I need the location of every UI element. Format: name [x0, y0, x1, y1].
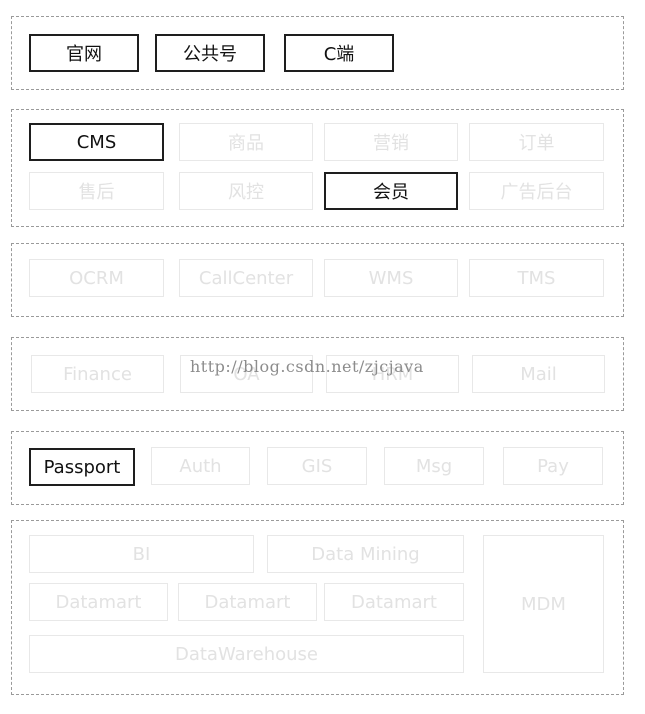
- after-sales-box: 售后: [29, 172, 164, 210]
- operations-layer: [11, 243, 624, 317]
- finance-box: Finance: [31, 355, 164, 393]
- common-services-layer: [11, 431, 624, 505]
- member-box: 会员: [324, 172, 458, 210]
- data-layer: [11, 520, 624, 695]
- channel-layer: [11, 16, 624, 90]
- msg-box: Msg: [384, 447, 484, 485]
- public-account-box: 公共号: [155, 34, 265, 72]
- mail-box: Mail: [472, 355, 605, 393]
- c-end-box: C端: [284, 34, 394, 72]
- oa-box: OA: [180, 355, 313, 393]
- wms-box: WMS: [324, 259, 458, 297]
- pay-box: Pay: [503, 447, 603, 485]
- auth-box: Auth: [151, 447, 250, 485]
- official-site-box: 官网: [29, 34, 139, 72]
- callcenter-box: CallCenter: [179, 259, 313, 297]
- hrm-box: HRM: [326, 355, 459, 393]
- gis-box: GIS: [267, 447, 367, 485]
- product-box: 商品: [179, 123, 313, 161]
- mdm-box: MDM: [483, 535, 604, 673]
- datawarehouse-box: DataWarehouse: [29, 635, 464, 673]
- passport-box: Passport: [29, 448, 135, 486]
- order-box: 订单: [469, 123, 604, 161]
- datamart-box: Datamart: [29, 583, 168, 621]
- office-layer: [11, 337, 624, 411]
- business-layer: [11, 109, 624, 227]
- advertising-backend-box: 广告后台: [469, 172, 604, 210]
- watermark-text: http://blog.csdn.net/zjcjava: [190, 357, 424, 376]
- datamart-box: Datamart: [324, 583, 464, 621]
- datamart-box: Datamart: [178, 583, 317, 621]
- bi-box: BI: [29, 535, 254, 573]
- marketing-box: 营销: [324, 123, 458, 161]
- cms-box: CMS: [29, 123, 164, 161]
- ocrm-box: OCRM: [29, 259, 164, 297]
- data-mining-box: Data Mining: [267, 535, 464, 573]
- tms-box: TMS: [469, 259, 604, 297]
- risk-control-box: 风控: [179, 172, 313, 210]
